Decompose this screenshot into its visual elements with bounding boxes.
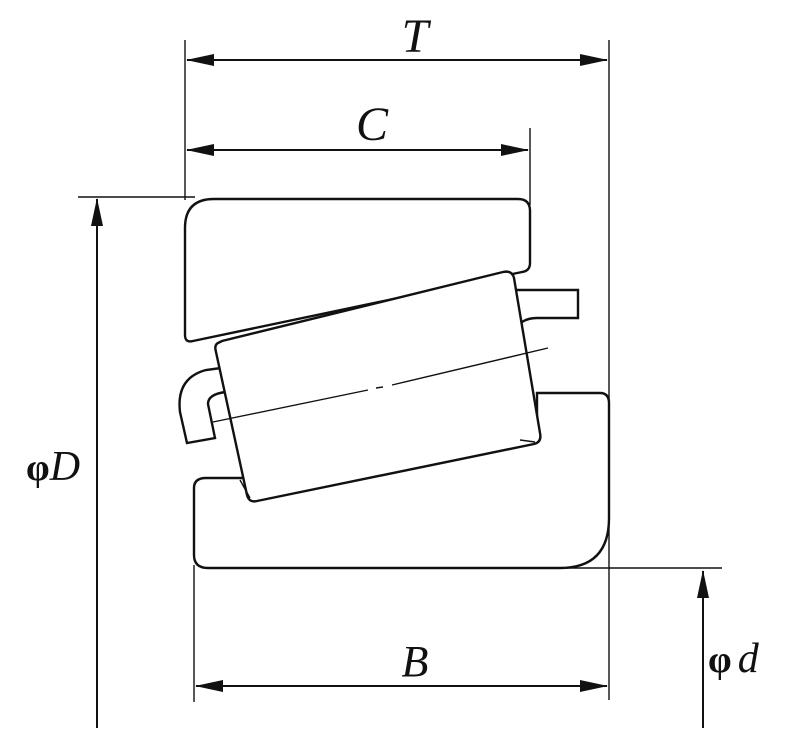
label-b: B bbox=[402, 637, 429, 686]
phi-symbol-d-bore: φ bbox=[708, 639, 732, 681]
extension-lines bbox=[78, 40, 722, 702]
letter-d-outer: D bbox=[49, 444, 80, 490]
cage-small-end bbox=[178, 366, 228, 445]
letter-d-bore: d bbox=[738, 636, 760, 682]
label-t: T bbox=[402, 10, 432, 63]
roller-edge-ticks bbox=[239, 439, 536, 499]
phi-symbol-d-outer: φ bbox=[26, 447, 50, 489]
outer-ring bbox=[183, 197, 532, 343]
label-outer-diameter: φD bbox=[26, 444, 80, 490]
dimension-outer-diameter: φD bbox=[26, 198, 103, 728]
inner-ring bbox=[192, 391, 611, 570]
cage-large-end bbox=[510, 288, 580, 324]
dimension-c: C bbox=[186, 98, 529, 156]
tapered-roller bbox=[214, 270, 542, 503]
label-c: C bbox=[356, 98, 389, 151]
dimension-b: B bbox=[195, 637, 608, 692]
roller-centerline bbox=[212, 347, 549, 423]
dimension-t: T bbox=[186, 10, 608, 66]
